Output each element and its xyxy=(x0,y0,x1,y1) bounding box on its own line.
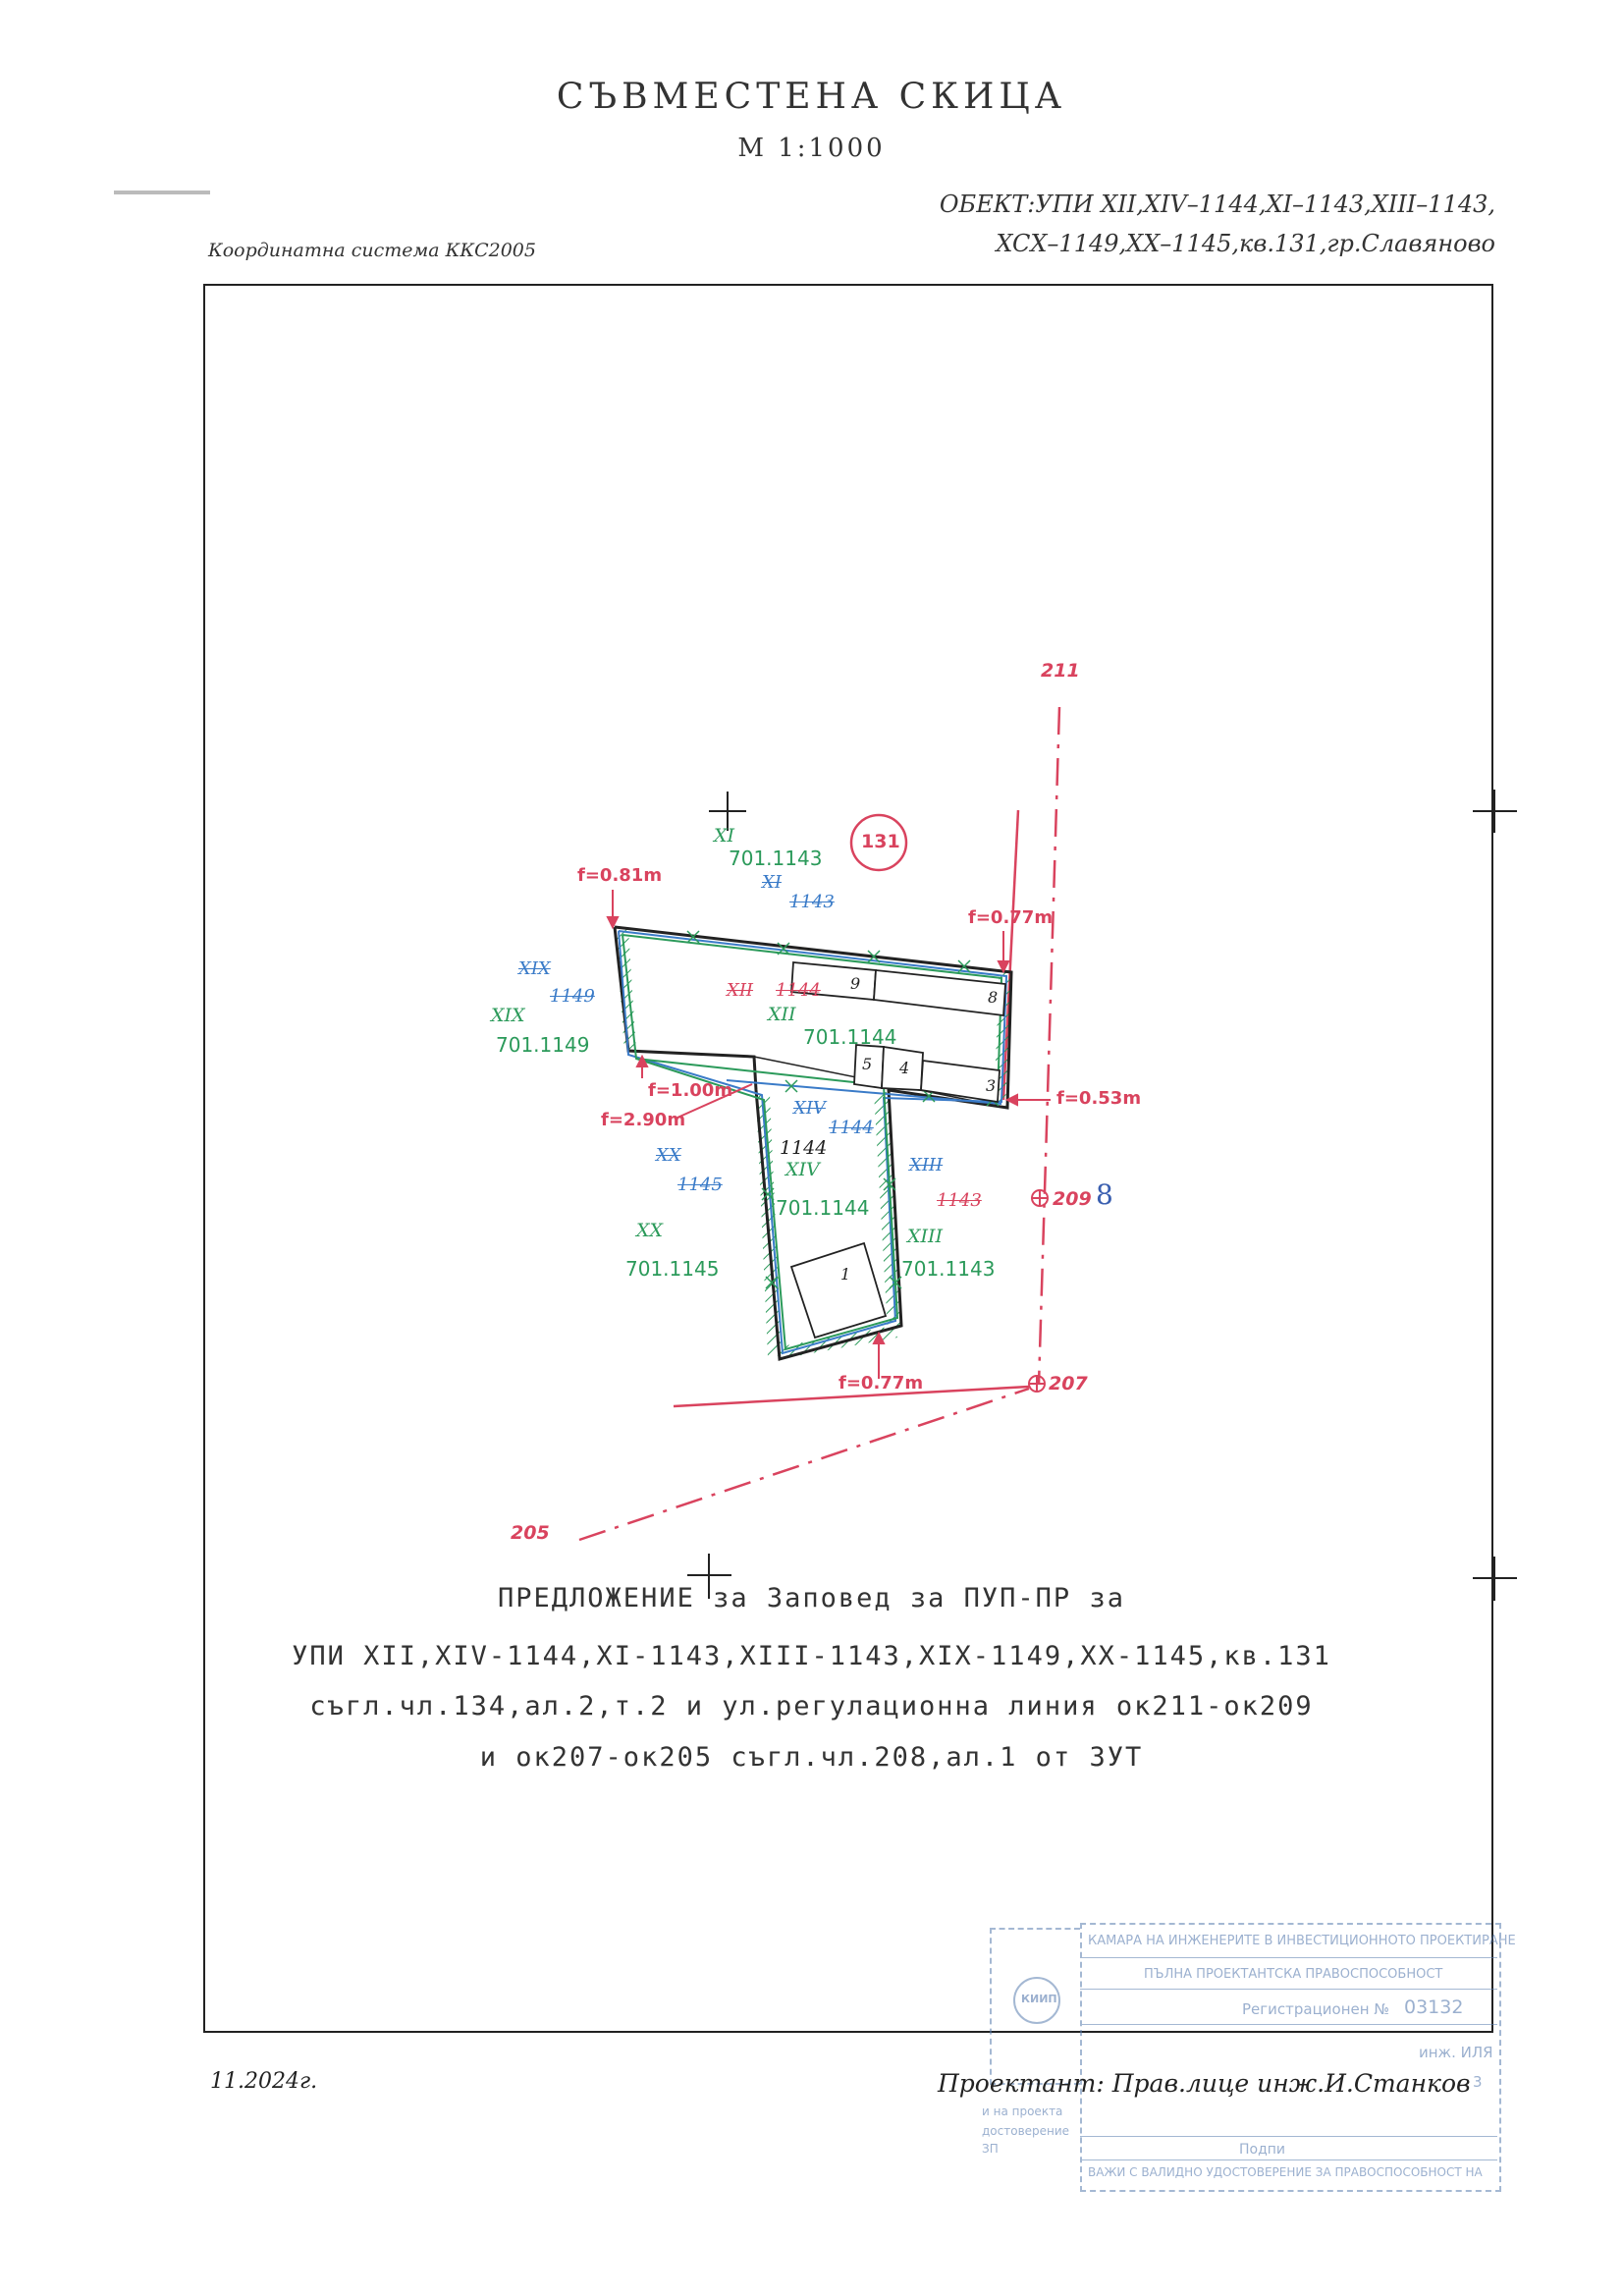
proposed-xiv-id: 701.1144 xyxy=(776,1196,870,1220)
point-207-label: 207 xyxy=(1049,1373,1088,1394)
offset-f-290: f=2.90m xyxy=(601,1110,686,1130)
object-line-2: XCX–1149,XX–1145,кв.131,гр.Славяново xyxy=(996,230,1495,257)
stamp-reg-label: Регистрационен № xyxy=(1242,2000,1389,2018)
block-number: 131 xyxy=(861,831,900,852)
proposed-xi-roman: XI xyxy=(714,825,735,847)
existing-xix-b: 1149 xyxy=(550,986,595,1007)
buildings xyxy=(789,961,1006,1339)
proposed-xi-id: 701.1143 xyxy=(729,847,823,870)
existing-xi-a: XI xyxy=(762,872,782,893)
stamp-reg-number: 03132 xyxy=(1404,1996,1464,2018)
proposed-xiii-id: 701.1143 xyxy=(901,1257,996,1281)
proposal-line-4: и ок207-ок205 съгл.чл.208,ал.1 от ЗУТ xyxy=(479,1742,1144,1773)
existing-xiv-a: XIV xyxy=(793,1098,826,1119)
stamp-chamber: КАМАРА НА ИНЖЕНЕРИТЕ В ИНВЕСТИЦИОННОТО П… xyxy=(1088,1934,1516,1948)
building-1: 1 xyxy=(840,1265,851,1284)
existing-xii-a: XII xyxy=(727,980,754,1001)
stamp-logo: КИИП xyxy=(990,1928,1080,2085)
building-9: 9 xyxy=(850,974,861,993)
proposed-xiii-roman: XIII xyxy=(907,1226,944,1247)
stamp-left-3: ЗП xyxy=(982,2142,999,2156)
stamp-left-2: достоверение xyxy=(982,2124,1070,2138)
existing-xi-b: 1143 xyxy=(789,892,835,912)
offset-f-100: f=1.00m xyxy=(648,1080,733,1101)
boundary-ticks xyxy=(686,930,1000,1289)
building-3: 3 xyxy=(986,1076,997,1095)
block-circle xyxy=(849,813,908,872)
scan-artifact xyxy=(114,191,210,194)
existing-boundary xyxy=(618,930,1008,1355)
existing-xii-b: 1144 xyxy=(776,980,821,1001)
proposed-xii-id: 701.1144 xyxy=(803,1025,897,1049)
proposed-xix-roman: XIX xyxy=(491,1005,525,1026)
grid-crosses xyxy=(687,790,1517,1601)
stamp-signature-label: Подпи xyxy=(1239,2142,1286,2158)
building-4: 4 xyxy=(899,1059,910,1077)
designer-line: Проектант: Прав.лице инж.И.Станков xyxy=(938,2069,1471,2098)
stamp-validity: ВАЖИ С ВАЛИДНО УДОСТОВЕРЕНИЕ ЗА ПРАВОСПО… xyxy=(1088,2165,1483,2179)
stamp-logo-text: КИИП xyxy=(1021,1993,1057,2005)
point-211-label: 211 xyxy=(1041,660,1080,682)
offset-f-077-bottom: f=0.77m xyxy=(839,1373,924,1394)
offset-f-081: f=0.81m xyxy=(577,865,663,886)
existing-xx-b: 1145 xyxy=(677,1175,723,1195)
coordinate-system-label: Координатна система ККС2005 xyxy=(208,240,536,261)
drawing-frame xyxy=(203,284,1493,2033)
proposed-xx-id: 701.1145 xyxy=(625,1257,720,1281)
proposal-line-1: ПРЕДЛОЖЕНИЕ за Заповед за ПУП-ПР за xyxy=(498,1583,1125,1613)
proposed-xix-id: 701.1149 xyxy=(496,1033,590,1057)
point-209-handwritten-note: 8 xyxy=(1096,1178,1113,1211)
offset-arrows xyxy=(606,890,1051,1379)
building-5: 5 xyxy=(862,1055,873,1073)
proposed-xiv-roman: XIV xyxy=(785,1159,820,1180)
sketch-title: СЪВМЕСТЕНА СКИЦА xyxy=(556,77,1067,117)
point-209-label: 209 xyxy=(1053,1188,1092,1210)
object-line-1: ОБЕКТ:УПИ XII,XIV–1144,XI–1143,XIII–1143… xyxy=(939,191,1495,218)
building-8: 8 xyxy=(988,988,999,1007)
stamp-engineer-suffix: 3 xyxy=(1473,2073,1483,2091)
offset-f-053: f=0.53m xyxy=(1056,1088,1142,1109)
stamp-engineer: инж. ИЛЯ xyxy=(1419,2044,1493,2061)
scale-label: М 1:1000 xyxy=(737,134,886,163)
offset-f-077-top: f=0.77m xyxy=(968,907,1054,928)
point-205-label: 205 xyxy=(511,1522,550,1544)
engineer-stamp: КИИП КАМАРА НА ИНЖЕНЕРИТЕ В ИНВЕСТИЦИОНН… xyxy=(982,1918,1516,2192)
existing-xiv-b: 1144 xyxy=(829,1118,874,1138)
stamp-left-1: и на проекта xyxy=(982,2105,1063,2118)
existing-xix-a: XIX xyxy=(518,958,551,979)
parcel-number-1144: 1144 xyxy=(780,1137,828,1159)
existing-xiii-a: XIII xyxy=(909,1155,944,1175)
proposed-xii-roman: XII xyxy=(768,1004,796,1025)
existing-xiii-b: 1143 xyxy=(937,1190,982,1211)
stamp-capacity: ПЪЛНА ПРОЕКТАНТСКА ПРАВОСПОСОБНОСТ xyxy=(1144,1967,1443,1982)
stamp-frame xyxy=(1080,1923,1501,2192)
document-date: 11.2024г. xyxy=(210,2069,318,2094)
existing-xx-a: XX xyxy=(656,1145,681,1166)
proposal-line-2: УПИ XII,XIV-1144,XI-1143,XIII-1143,XIX-1… xyxy=(292,1641,1331,1671)
proposal-line-3: съгл.чл.134,ал.2,т.2 и ул.регулационна л… xyxy=(309,1691,1314,1722)
proposed-xx-roman: XX xyxy=(636,1220,664,1241)
